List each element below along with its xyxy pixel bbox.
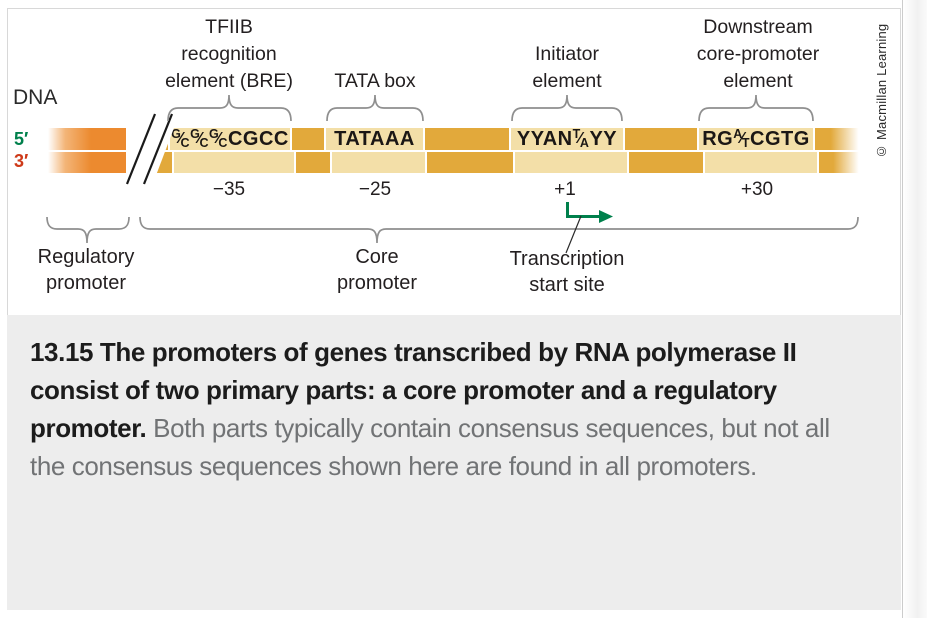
spacer-segment (150, 128, 168, 150)
label-core-promoter: Core promoter (227, 244, 527, 296)
spacer-segment (292, 128, 324, 150)
downstream-dna-segment (819, 152, 860, 173)
position-minus25: −25 (358, 179, 392, 200)
label-bre: TFIIB recognition element (BRE) (79, 14, 379, 95)
label-initiator: Initiator element (417, 41, 717, 95)
spacer-segment (150, 152, 172, 173)
bre-box-complement (174, 152, 294, 173)
core-promoter-line1: Core (355, 246, 399, 268)
position-plus30: +30 (740, 179, 774, 200)
regulatory-promoter-line1: Regulatory (37, 246, 135, 268)
spacer-segment (625, 128, 697, 150)
label-initiator-line1: Initiator (535, 43, 599, 65)
position-plus1: +1 (554, 179, 576, 200)
five-prime-label: 5′ (14, 129, 29, 149)
spacer-segment (425, 128, 509, 150)
label-dpe-line3: element (723, 70, 793, 92)
spacer-segment (427, 152, 513, 173)
caption-regular-text: Both parts typically contain consensus s… (30, 413, 830, 481)
scrollbar-gutter[interactable] (902, 0, 927, 618)
label-tata-line1: TATA box (334, 70, 416, 92)
upstream-dna-segment (48, 128, 126, 150)
figure-caption: 13.15 The promoters of genes transcribed… (30, 333, 868, 485)
initiator-box-complement (515, 152, 627, 173)
label-bre-line3: element (BRE) (165, 70, 293, 92)
label-bre-line2: recognition (181, 43, 277, 65)
spacer-segment (296, 152, 330, 173)
transcription-start-line1: Transcription (509, 248, 625, 270)
tata-box: TATAAA (326, 128, 423, 150)
label-dpe: Downstream core-promoter element (608, 14, 908, 95)
label-bre-line1: TFIIB (205, 16, 253, 38)
label-tata-box: TATA box (225, 68, 525, 95)
caption-bold-text: 13.15 The promoters of genes transcribed… (30, 337, 797, 443)
tata-box-complement (332, 152, 425, 173)
downstream-dna-segment (815, 128, 860, 150)
label-dpe-line2: core-promoter (696, 43, 820, 65)
position-minus35: −35 (212, 179, 246, 200)
label-transcription-start-site: Transcription start site (417, 246, 717, 298)
copyright-credit: © Macmillan Learning (874, 23, 889, 159)
transcription-start-line2: start site (529, 274, 605, 296)
dna-label: DNA (13, 86, 58, 109)
caption-block: 13.15 The promoters of genes transcribed… (7, 315, 901, 610)
three-prime-label: 3′ (14, 151, 29, 171)
dpe-box-complement (705, 152, 817, 173)
tata-sequence: TATAAA (334, 127, 415, 150)
regulatory-promoter-line2: promoter (45, 272, 127, 294)
label-initiator-line2: element (532, 70, 602, 92)
spacer-segment (629, 152, 703, 173)
label-regulatory-promoter: Regulatory promoter (0, 244, 236, 296)
core-promoter-line2: promoter (336, 272, 418, 294)
label-dpe-line1: Downstream (703, 16, 813, 38)
upstream-dna-segment (48, 152, 126, 173)
